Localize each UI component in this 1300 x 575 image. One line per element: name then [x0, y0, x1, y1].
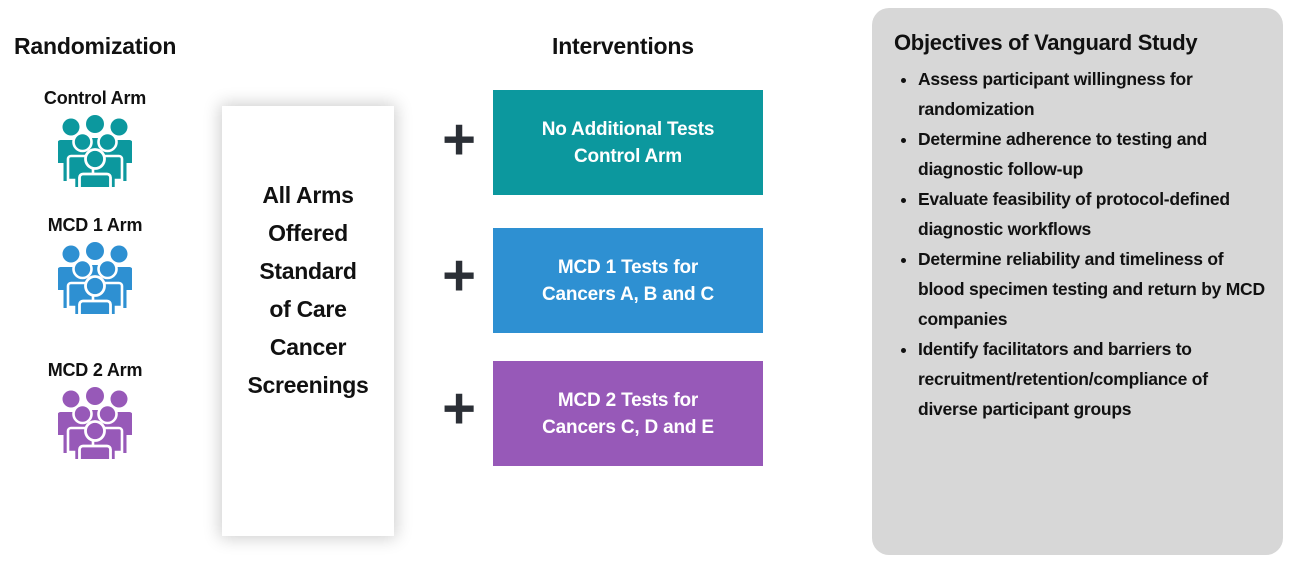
objectives-list: Assess participant willingness for rando… [894, 64, 1265, 424]
standard-of-care-line: Standard [259, 258, 357, 284]
objectives-panel: Objectives of Vanguard Study Assess part… [872, 8, 1283, 555]
arm-group-control: Control Arm [0, 88, 190, 187]
intervention-line: Cancers A, B and C [541, 283, 715, 305]
arm-label-mcd1: MCD 1 Arm [47, 215, 143, 235]
objective-item: Identify facilitators and barriers to re… [918, 334, 1265, 424]
standard-of-care-text: All Arms Offered Standard of Care Cancer… [222, 176, 394, 404]
plus-icon: + [442, 243, 476, 308]
arm-group-mcd2: MCD 2 Arm [0, 360, 190, 459]
arm-label-mcd2: MCD 2 Arm [47, 360, 143, 380]
standard-of-care-card [222, 106, 394, 536]
standard-of-care-line: Cancer [269, 334, 347, 360]
objectives-title: Objectives of Vanguard Study [894, 30, 1198, 55]
interventions-heading: Interventions [552, 33, 694, 59]
people-group-icon [58, 242, 132, 314]
arm-group-mcd1: MCD 1 Arm [0, 215, 190, 314]
intervention-box-mcd2: MCD 2 Tests for Cancers C, D and E [493, 361, 763, 466]
intervention-line: MCD 1 Tests for [557, 256, 699, 278]
arm-label-control: Control Arm [43, 88, 147, 108]
standard-of-care-line: All Arms [262, 182, 354, 208]
intervention-line: Cancers C, D and E [542, 416, 714, 438]
objective-item: Determine reliability and timeliness of … [918, 244, 1265, 334]
plus-icon: + [442, 376, 476, 441]
plus-icon: + [442, 107, 476, 172]
people-group-icon [58, 387, 132, 459]
objective-item: Assess participant willingness for rando… [918, 64, 1265, 124]
objective-item: Evaluate feasibility of protocol-defined… [918, 184, 1265, 244]
intervention-box-control: No Additional Tests Control Arm [493, 90, 763, 195]
people-group-icon [58, 115, 132, 187]
intervention-box-mcd1: MCD 1 Tests for Cancers A, B and C [493, 228, 763, 333]
randomization-heading: Randomization [14, 33, 177, 59]
intervention-line: Control Arm [574, 145, 682, 167]
standard-of-care-line: Offered [268, 220, 348, 246]
intervention-line: No Additional Tests [541, 118, 715, 140]
objective-item: Determine adherence to testing and diagn… [918, 124, 1265, 184]
standard-of-care-line: of Care [269, 296, 347, 322]
standard-of-care-line: Screenings [247, 372, 369, 398]
intervention-line: MCD 2 Tests for [557, 389, 699, 411]
